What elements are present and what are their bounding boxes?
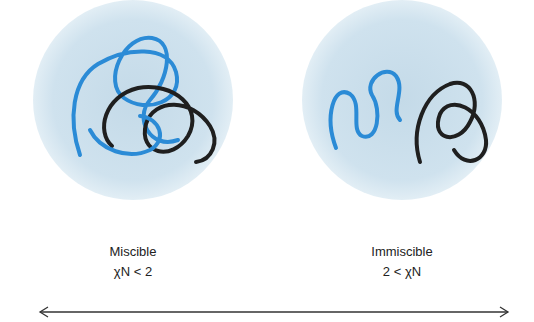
mixture-circle-fill: [33, 0, 233, 200]
polymer-chain: [417, 83, 486, 162]
polymer-chain: [90, 116, 160, 154]
phase-label: Immiscible: [302, 242, 502, 262]
arrow-head: [40, 307, 48, 317]
arrow-shaft: [40, 311, 508, 312]
mixture-circle-fill: [302, 0, 502, 200]
polymer-chain: [74, 38, 178, 155]
phase-label: Miscible: [33, 242, 233, 262]
arrow-head: [500, 307, 508, 317]
mixture-circle: Immiscible2 < χN: [302, 0, 502, 282]
circle-outline: [33, 0, 233, 282]
criterion-label: χN < 2: [33, 262, 233, 282]
circle-outline: [302, 0, 502, 282]
polymer-chain: [331, 72, 400, 148]
polymer-chain: [104, 87, 214, 162]
criterion-label: 2 < χN: [302, 262, 502, 282]
mixture-circle: MiscibleχN < 2: [33, 0, 233, 282]
